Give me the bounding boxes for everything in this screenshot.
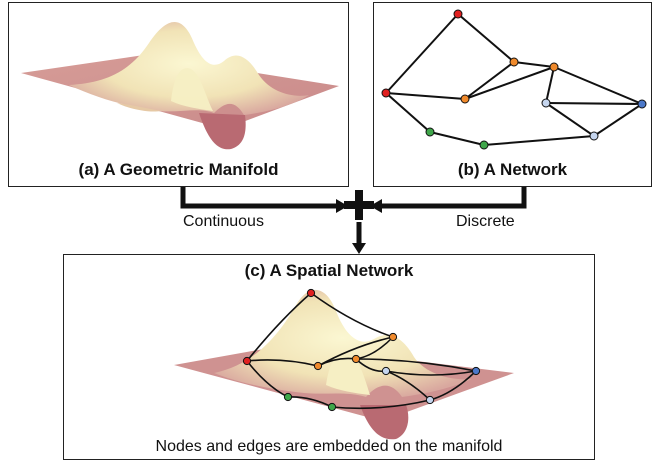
network-edge (457, 13, 515, 63)
network-node-b1 (471, 366, 481, 376)
left-arrow-line (180, 187, 336, 209)
network-node-lb2 (425, 395, 435, 405)
panel-c-footer: Nodes and edges are embedded on the mani… (155, 438, 503, 455)
network-edge (464, 61, 515, 100)
network-edge (385, 92, 466, 100)
network-node-o3 (351, 354, 361, 364)
network-edge (513, 61, 555, 68)
network-layer (381, 9, 647, 150)
network-node-o1 (509, 57, 519, 67)
network-edge (385, 13, 459, 94)
network-edge (385, 370, 477, 376)
network-node-o2 (460, 94, 470, 104)
down-arrowhead (352, 243, 366, 254)
manifold-well (199, 113, 246, 150)
manifold-surface-illustration (21, 21, 339, 150)
network-edge (355, 358, 477, 372)
network-edge (553, 66, 643, 105)
network-edge (246, 292, 312, 362)
spatial-well (360, 405, 409, 440)
network-node-lb2 (589, 131, 599, 141)
network-node-g2 (479, 140, 489, 150)
panel-geometric-manifold: (a) A Geometric Manifold (8, 2, 349, 187)
panel-a-caption: (a) A Geometric Manifold (78, 160, 279, 179)
network-graph (381, 9, 647, 150)
left-arrowhead (336, 199, 348, 213)
network-node-left (242, 356, 252, 366)
panel-spatial-network: (c) A Spatial Network Nodes and edges ar… (63, 254, 595, 460)
network-node-lb1 (381, 366, 391, 376)
network-node-o3 (549, 62, 559, 72)
right-arrow-line (382, 187, 527, 209)
panel-network: (b) A Network (373, 2, 652, 187)
network-node-g1 (283, 392, 293, 402)
discrete-label: Discrete (456, 213, 515, 230)
plus-sign-horizontal (344, 201, 374, 209)
network-edge (483, 135, 595, 146)
network-edge (593, 103, 643, 137)
network-edge (464, 66, 555, 100)
network-node-top (306, 288, 316, 298)
network-edge (385, 92, 431, 133)
network-edge (246, 359, 319, 367)
panel-c-caption: (c) A Spatial Network (244, 261, 414, 280)
network-node-o2 (313, 361, 323, 371)
network-edge (429, 131, 485, 146)
network-node-top (453, 9, 463, 19)
panel-b-caption: (b) A Network (457, 160, 568, 179)
network-edge (545, 66, 555, 104)
network-edge (331, 399, 431, 410)
continuous-label: Continuous (183, 213, 264, 230)
network-edge (545, 102, 643, 105)
network-node-g2 (327, 402, 337, 412)
network-edge (545, 102, 595, 137)
network-layer (242, 288, 481, 412)
network-node-o1 (388, 332, 398, 342)
network-node-g1 (425, 127, 435, 137)
network-node-b1 (637, 99, 647, 109)
spatial-network-illustration (174, 288, 514, 440)
network-node-left (381, 88, 391, 98)
network-node-lb1 (541, 98, 551, 108)
spatial-peaks (214, 289, 472, 397)
right-arrowhead (370, 199, 382, 213)
network-edge (310, 292, 394, 338)
